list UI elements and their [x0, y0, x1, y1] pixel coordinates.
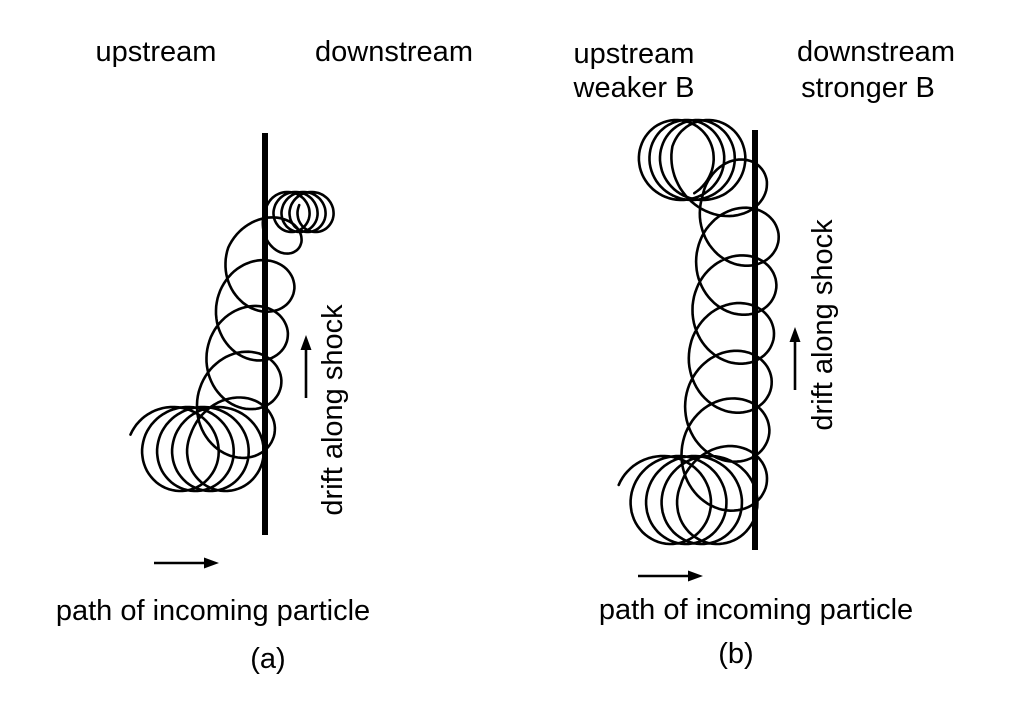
panel-a-path-label: path of incoming particle [56, 595, 370, 627]
panel-a-upstream-label: upstream [96, 36, 217, 68]
panel-a-caption: (a) [250, 643, 285, 675]
panel-a-drift-label: drift along shock [317, 304, 349, 516]
panel-a: upstream downstream drift along shock pa… [56, 36, 473, 675]
panel-a-drift-arrow [300, 335, 312, 398]
panel-b-path-arrow [638, 570, 703, 582]
panel-b-drift-label: drift along shock [807, 219, 839, 431]
panel-b-upstream-label-line1: upstream [574, 38, 695, 70]
panel-b-particle-orbit [617, 118, 780, 546]
panel-a-particle-orbit [129, 190, 335, 493]
panel-b-downstream-label-line1: downstream [797, 36, 955, 68]
panel-a-path-arrow [154, 557, 219, 569]
panel-b: upstream weaker B downstream stronger B … [573, 36, 955, 670]
panel-b-path-label: path of incoming particle [599, 594, 913, 626]
panel-b-upstream-label-line2: weaker B [573, 72, 695, 104]
panel-b-caption: (b) [718, 638, 753, 670]
panel-b-drift-arrow [789, 327, 801, 390]
panel-a-downstream-label: downstream [315, 36, 473, 68]
panel-b-downstream-label-line2: stronger B [801, 72, 935, 104]
